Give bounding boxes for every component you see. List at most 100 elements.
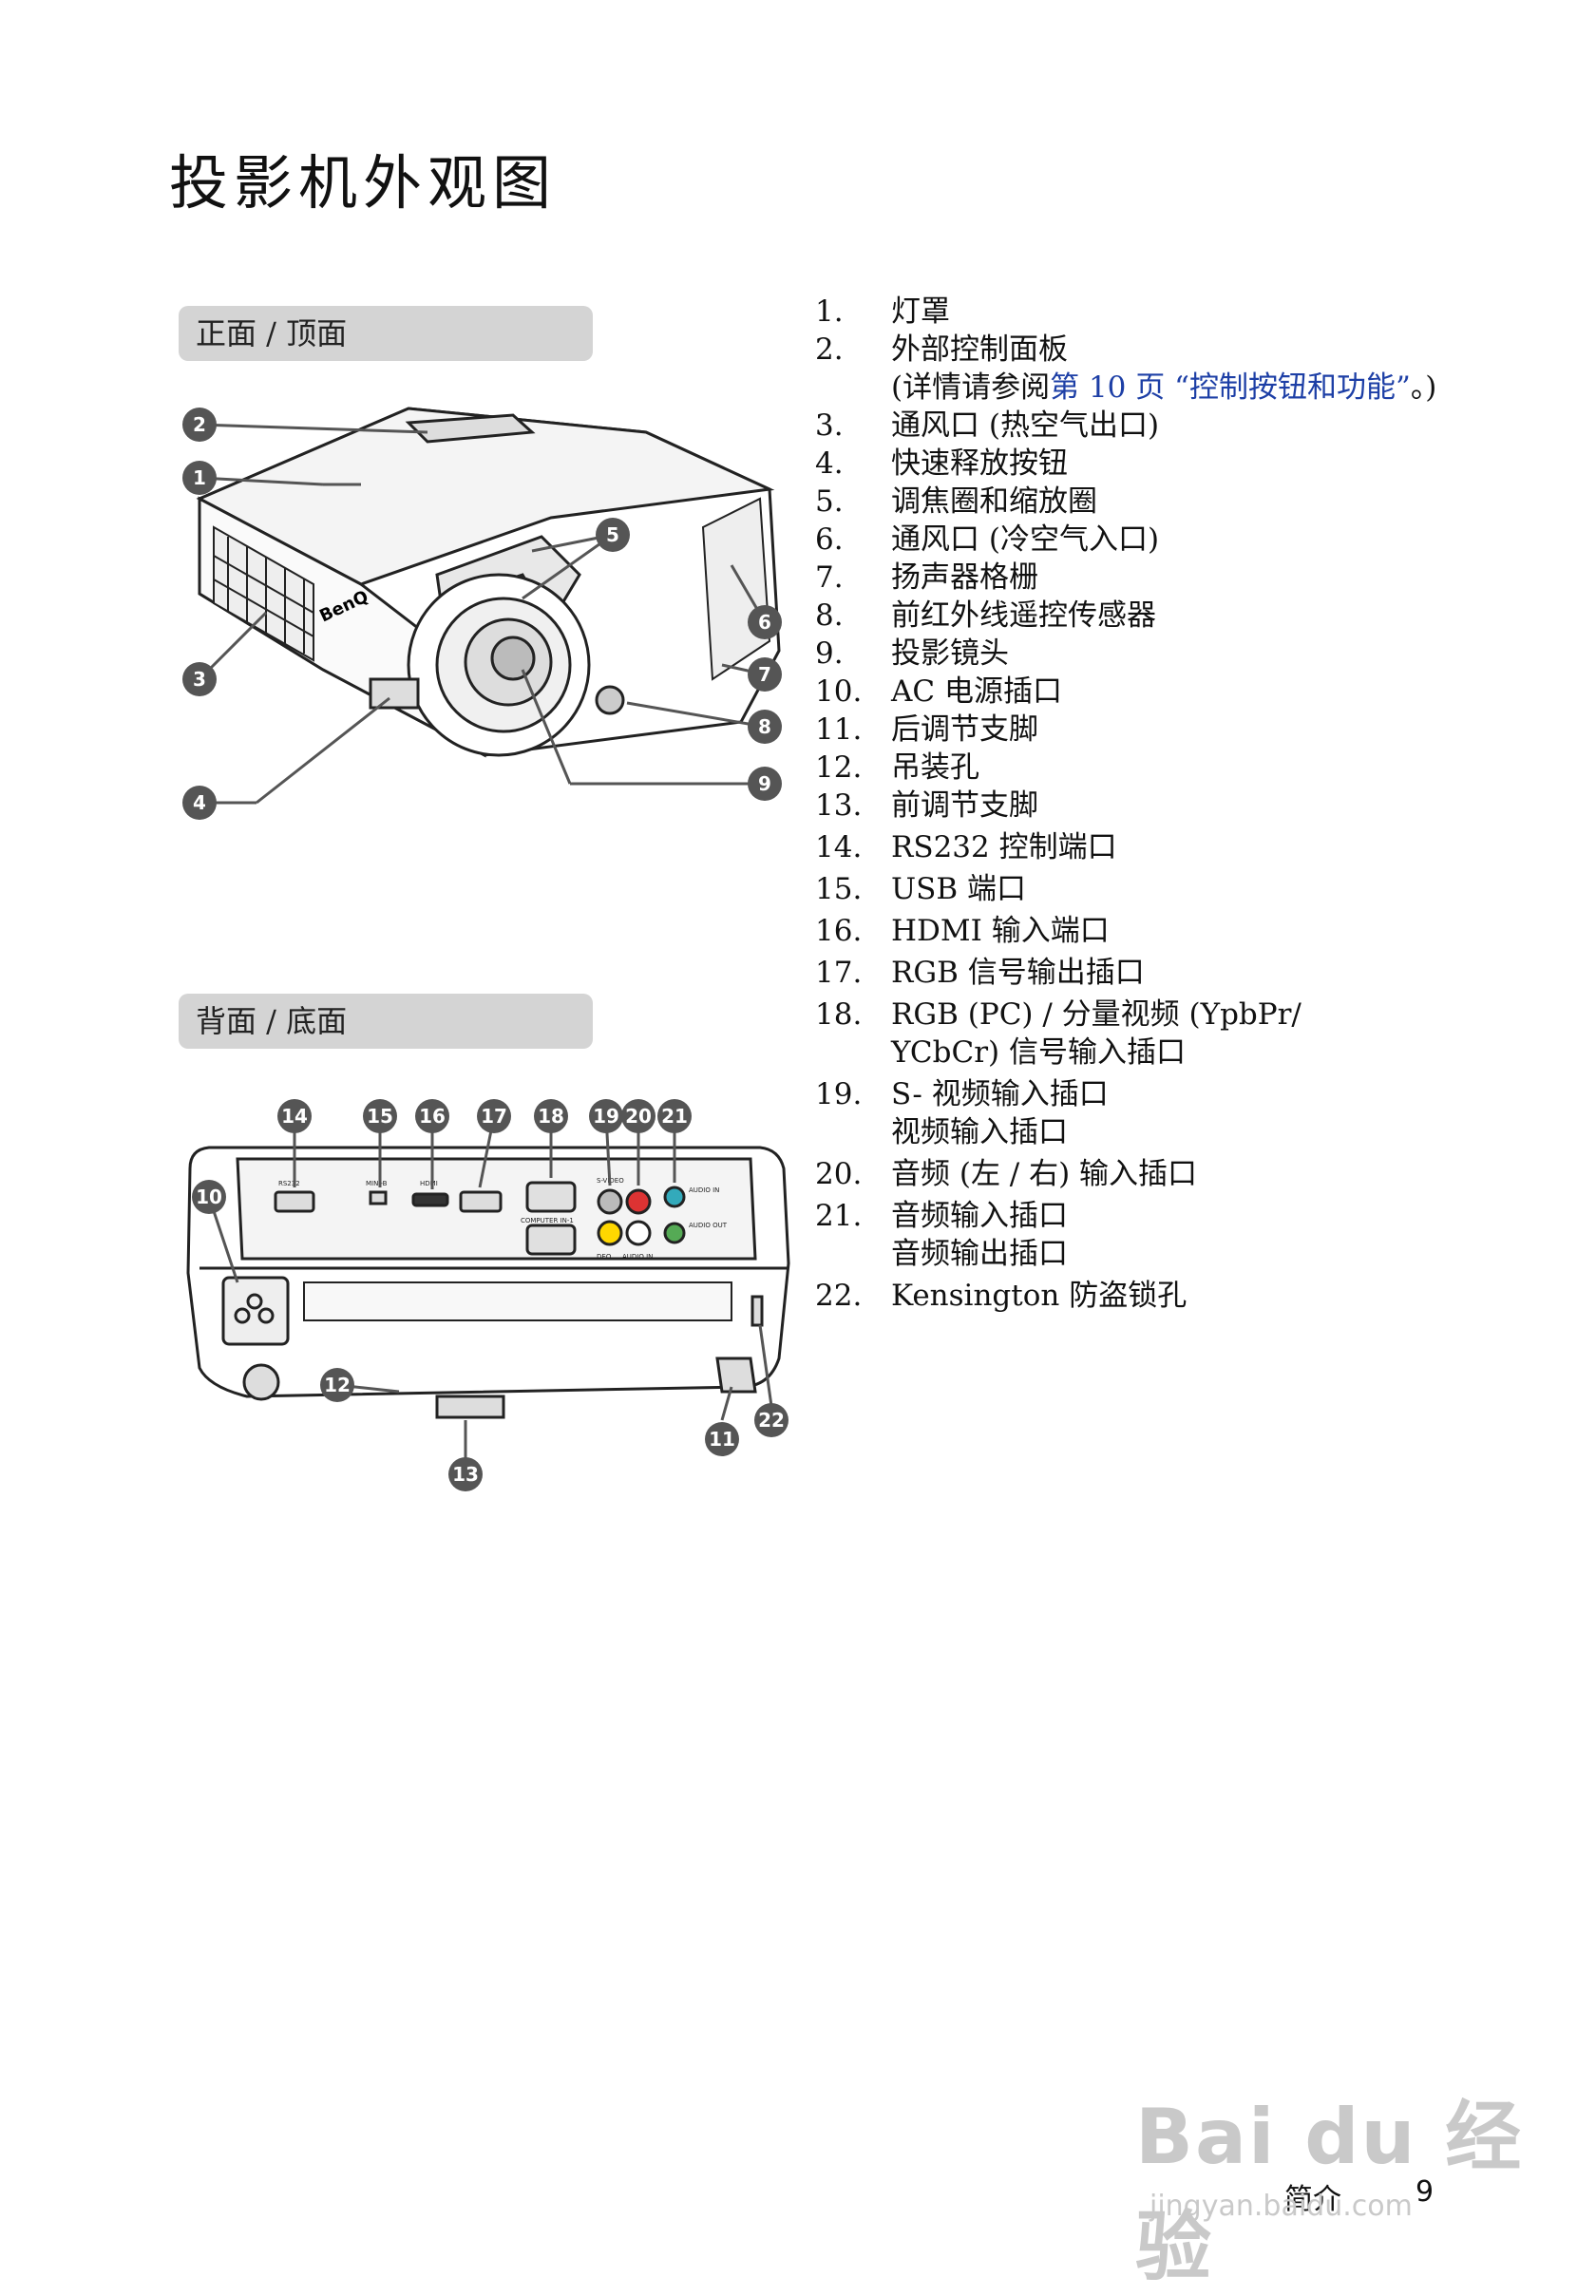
callout-10: 10 (192, 1180, 226, 1214)
callout-number: 3 (193, 668, 206, 691)
callout-12: 12 (320, 1368, 354, 1402)
callout-18: 18 (534, 1099, 568, 1133)
list-item-number: 11. (815, 712, 863, 747)
list-item-text: HDMI 输入端口 (891, 914, 1110, 948)
callout-2: 2 (182, 408, 217, 442)
callout-number: 18 (538, 1105, 564, 1128)
list-item-text: 视频输入插口 (891, 1115, 1068, 1149)
list-item-number: 9. (815, 636, 844, 671)
list-item-number: 10. (815, 674, 863, 709)
port-label-hdmi: HDMI (420, 1180, 438, 1187)
callout-19: 19 (589, 1099, 623, 1133)
port-label-audio-in-lr: AUDIO IN (622, 1253, 653, 1261)
callout-number: 2 (193, 413, 206, 436)
list-item-text: 灯罩 (891, 294, 950, 329)
list-item-number: 5. (815, 484, 844, 519)
list-item-text: YCbCr) 信号输入插口 (891, 1035, 1186, 1070)
callout-number: 17 (481, 1105, 507, 1128)
list-item-text: RGB (PC) / 分量视频 (YpbPr/ (891, 997, 1302, 1032)
list-item: 5. 调焦圈和缩放圈 (815, 483, 1480, 521)
cross-reference-link[interactable]: 第 10 页 “控制按钮和功能” (1050, 370, 1411, 405)
callout-number: 7 (758, 663, 771, 686)
callout-15: 15 (363, 1099, 397, 1133)
port-label-usb: MINI-B (366, 1180, 388, 1187)
list-item: 2. 外部控制面板(详情请参阅第 10 页 “控制按钮和功能”。) (815, 331, 1480, 407)
callout-number: 10 (196, 1186, 222, 1208)
callout-number: 1 (193, 466, 206, 489)
callout-13: 13 (448, 1457, 483, 1491)
list-item: 18.RGB (PC) / 分量视频 (YpbPr/YCbCr) 信号输入插口 (815, 996, 1480, 1072)
list-item: 8.前红外线遥控传感器 (815, 597, 1480, 635)
list-item: 6.通风口 (冷空气入口) (815, 521, 1480, 559)
callout-8: 8 (748, 710, 782, 744)
list-item: 4.快速释放按钮 (815, 445, 1480, 483)
projector-back-illustration: RS232 MINI-B HDMI COMPUTER IN-1 S-VIDEO … (186, 1099, 790, 1491)
list-item-number: 1. (815, 294, 844, 329)
callout-number: 13 (452, 1463, 479, 1486)
list-item-text: S- 视频输入插口 (891, 1077, 1109, 1111)
callout-number: 16 (419, 1105, 446, 1128)
list-item-text: 吊装孔 (891, 750, 979, 785)
callout-number: 14 (281, 1105, 308, 1128)
list-item: 1. 灯罩 (815, 293, 1480, 331)
list-item: 15.USB 端口 (815, 870, 1480, 908)
list-item-number: 17. (815, 956, 863, 990)
callout-7: 7 (748, 657, 782, 692)
note-prefix: (详情请参阅 (891, 370, 1051, 405)
callout-11: 11 (705, 1422, 739, 1456)
list-item: 14. RS232 控制端口 (815, 828, 1480, 866)
section-header-front: 正面 / 顶面 (179, 306, 593, 361)
callout-number: 5 (606, 523, 619, 546)
watermark-url: jingyan.baidu.com (1150, 2190, 1413, 2223)
callout-number: 9 (758, 772, 771, 795)
port-label-video: DEO (597, 1253, 612, 1261)
list-item-number: 20. (815, 1157, 863, 1191)
list-item: 22.Kensington 防盗锁孔 (815, 1277, 1480, 1315)
list-item: 13.前调节支脚 (815, 787, 1480, 825)
callout-number: 6 (758, 611, 771, 634)
callout-9: 9 (748, 767, 782, 801)
list-item: 12. 吊装孔 (815, 749, 1480, 787)
list-item-text: 音频输入插口 (891, 1199, 1068, 1233)
list-item-text: 后调节支脚 (891, 712, 1038, 747)
callout-number: 22 (758, 1409, 785, 1432)
callout-1: 1 (182, 461, 217, 495)
list-item: 21.音频输入插口音频输出插口 (815, 1197, 1480, 1273)
list-item-number: 14. (815, 830, 863, 864)
port-label-computer: COMPUTER IN-1 (521, 1217, 574, 1224)
list-item-text: AC 电源插口 (891, 674, 1062, 709)
callout-6: 6 (748, 605, 782, 639)
callout-number: 21 (661, 1105, 688, 1128)
section-header-back: 背面 / 底面 (179, 994, 593, 1049)
list-item-text: 前调节支脚 (891, 788, 1038, 823)
list-item: 3.通风口 (热空气出口) (815, 407, 1480, 445)
list-item-text: 前红外线遥控传感器 (891, 598, 1156, 633)
port-label-rs232: RS232 (278, 1180, 300, 1187)
callout-16: 16 (415, 1099, 449, 1133)
list-item: 20. 音频 (左 / 右) 输入插口 (815, 1155, 1480, 1193)
callout-number: 19 (593, 1105, 619, 1128)
list-item-text: 外部控制面板 (891, 332, 1068, 367)
note-suffix: 。) (1410, 370, 1437, 405)
callout-number: 4 (193, 791, 206, 814)
list-item: 11. 后调节支脚 (815, 711, 1480, 749)
list-item: 16.HDMI 输入端口 (815, 912, 1480, 950)
list-item-text: RS232 控制端口 (891, 830, 1117, 864)
list-item-number: 7. (815, 560, 844, 595)
list-item-note: (详情请参阅第 10 页 “控制按钮和功能”。) (891, 369, 1480, 407)
list-item-number: 19. (815, 1077, 863, 1111)
callout-14: 14 (277, 1099, 312, 1133)
list-item-number: 12. (815, 750, 863, 785)
list-item: 7.扬声器格栅 (815, 559, 1480, 597)
list-item-text: 调焦圈和缩放圈 (891, 484, 1097, 519)
footer-page-number: 9 (1416, 2175, 1434, 2209)
list-item-text: 音频 (左 / 右) 输入插口 (891, 1157, 1198, 1191)
list-item-text: RGB 信号输出插口 (891, 956, 1145, 990)
port-label-audio-in: AUDIO IN (689, 1186, 719, 1194)
list-item: 17. RGB 信号输出插口 (815, 954, 1480, 992)
callout-number: 15 (367, 1105, 393, 1128)
port-label-audio-out: AUDIO OUT (689, 1222, 728, 1229)
callout-number: 20 (625, 1105, 652, 1128)
list-item-number: 2. (815, 332, 844, 367)
